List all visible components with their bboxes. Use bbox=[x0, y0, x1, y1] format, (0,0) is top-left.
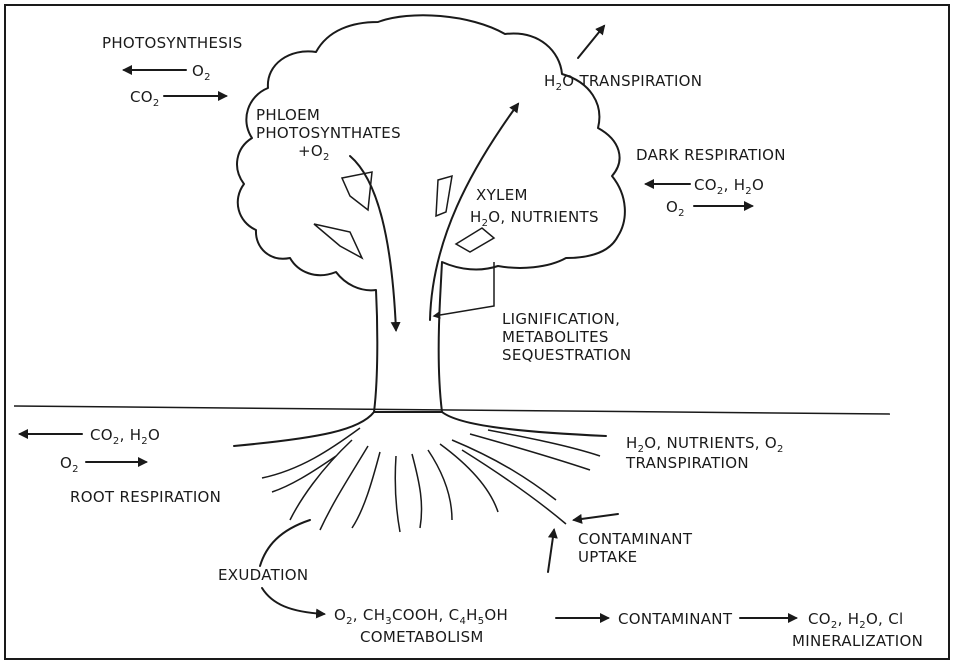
transpiration-label: H2O TRANSPIRATION bbox=[544, 72, 702, 93]
phloem-arrow bbox=[349, 155, 401, 332]
sequestration-label: SEQUESTRATION bbox=[502, 346, 631, 364]
branch-left-1 bbox=[340, 171, 373, 212]
mineral-products-label: CO2, H2O, Cl bbox=[808, 610, 903, 631]
branch-right-1 bbox=[435, 174, 453, 218]
contaminant-uptake-arrow-left bbox=[572, 513, 619, 524]
ground-line bbox=[13, 405, 891, 415]
exudation-label: EXUDATION bbox=[218, 566, 308, 584]
tree-canopy bbox=[236, 14, 626, 413]
photo-o2-label: O2 bbox=[192, 62, 211, 83]
photo-co2-label: CO2 bbox=[130, 88, 160, 109]
xylem-arrow bbox=[429, 102, 520, 321]
plus-o2-label: +O2 bbox=[298, 142, 330, 163]
lignification-label: LIGNIFICATION, bbox=[502, 310, 620, 328]
metabolites-label: METABOLITES bbox=[502, 328, 609, 346]
dark-o2-label: O2 bbox=[666, 198, 685, 219]
contaminant-uptake-label: CONTAMINANT bbox=[578, 530, 693, 548]
photosynthates-label: PHOTOSYNTHATES bbox=[256, 124, 401, 142]
dark-respiration-label: DARK RESPIRATION bbox=[636, 146, 786, 164]
exudation-arrow bbox=[261, 587, 326, 619]
lignification-pointer bbox=[432, 262, 495, 319]
uptake-h2o-nutrients-label: H2O, NUTRIENTS, O2 bbox=[626, 434, 784, 455]
root-o2-label: O2 bbox=[60, 454, 79, 475]
branch-right-2 bbox=[454, 227, 496, 253]
mineralization-label: MINERALIZATION bbox=[792, 632, 923, 650]
dark-co2-h2o-label: CO2, H2O bbox=[694, 176, 764, 197]
phloem-label: PHLOEM bbox=[256, 106, 320, 124]
photosynthesis-label: PHOTOSYNTHESIS bbox=[102, 34, 243, 52]
xylem-h2o-nutrients-label: H2O, NUTRIENTS bbox=[470, 208, 599, 229]
uptake-label: UPTAKE bbox=[578, 548, 637, 566]
cometab-chemicals-label: O2, CH3COOH, C4H5OH bbox=[334, 606, 508, 627]
xylem-label: XYLEM bbox=[476, 186, 528, 204]
exudation-root-curve bbox=[259, 519, 311, 567]
root-respiration-label: ROOT RESPIRATION bbox=[70, 488, 221, 506]
contaminant-label: CONTAMINANT bbox=[618, 610, 733, 628]
uptake-transpiration-label: TRANSPIRATION bbox=[625, 454, 749, 472]
root-co2-h2o-label: CO2, H2O bbox=[90, 426, 160, 447]
root-system bbox=[261, 427, 601, 533]
diagram-frame bbox=[4, 4, 950, 660]
contaminant-uptake-arrow-up bbox=[547, 528, 558, 573]
transpiration-arrow bbox=[577, 24, 606, 59]
cometabolism-label: COMETABOLISM bbox=[360, 628, 484, 646]
trunk-base bbox=[233, 411, 607, 447]
branch-left-2 bbox=[313, 223, 364, 260]
